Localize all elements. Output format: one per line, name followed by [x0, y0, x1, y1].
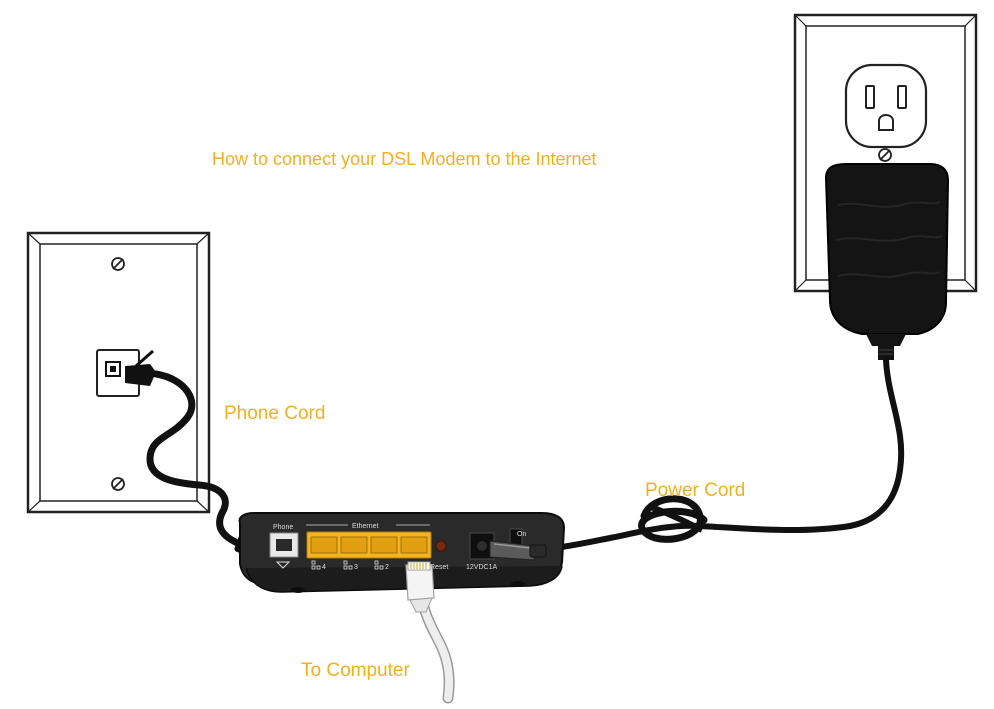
reset-label: Reset	[430, 564, 448, 571]
screw-icon	[878, 148, 892, 162]
switch-on-label: On	[517, 531, 526, 538]
power-cord-label: Power Cord	[645, 480, 746, 501]
to-computer-label: To Computer	[301, 660, 410, 681]
outlet-face	[844, 63, 928, 149]
ethernet-cable	[405, 561, 455, 704]
network-icon	[343, 560, 353, 570]
port-label-ethernet: Ethernet	[352, 523, 379, 530]
port-label-4: 4	[322, 564, 326, 571]
diagram-title: How to connect your DSL Modem to the Int…	[212, 149, 597, 169]
power-adapter	[824, 163, 950, 360]
screw-icon	[111, 477, 125, 491]
port-label-phone: Phone	[273, 524, 293, 531]
screw-icon	[111, 257, 125, 271]
phone-cord-label: Phone Cord	[224, 403, 326, 424]
dsl-modem: Phone Ethernet 4 3 2 Reset	[238, 512, 566, 593]
ethernet-ports	[306, 531, 432, 559]
wall-phone-jack-plate	[26, 231, 211, 514]
power-cord	[545, 357, 905, 552]
port-label-2: 2	[385, 564, 389, 571]
network-icon	[374, 560, 384, 570]
network-icon	[311, 560, 321, 570]
power-spec-label: 12VDC1A	[466, 564, 497, 571]
port-label-3: 3	[354, 564, 358, 571]
cord-knot	[638, 495, 708, 543]
